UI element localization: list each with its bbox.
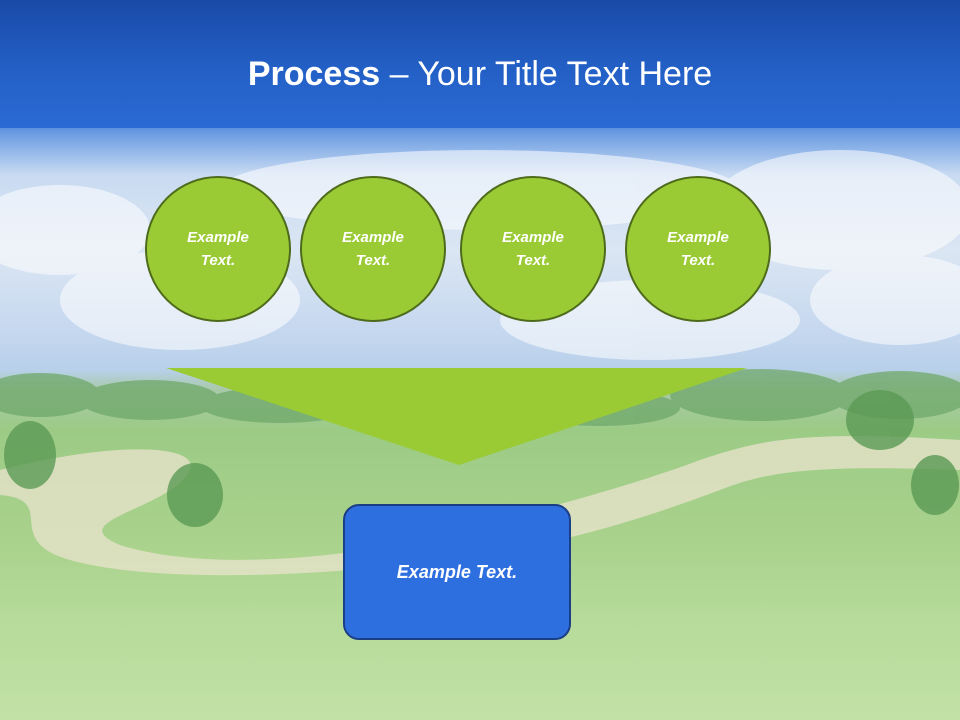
title-rest: – Your Title Text Here (380, 55, 713, 93)
result-text: Example Text. (396, 561, 518, 582)
step-circle-3-text: Example Text. (502, 229, 564, 269)
header-band (0, 0, 960, 128)
step-circle-1-text: Example Text. (187, 229, 249, 269)
result-box[interactable]: Example Text. (343, 504, 571, 640)
step-circle-3[interactable]: Example Text. (460, 176, 606, 322)
step-circle-4[interactable]: Example Text. (625, 176, 771, 322)
page-title: Process – Your Title Text Here (0, 52, 960, 96)
step-circle-2[interactable]: Example Text. (300, 176, 446, 322)
step-circle-2-text: Example Text. (342, 229, 404, 269)
step-circle-1[interactable]: Example Text. (145, 176, 291, 322)
title-bold: Process (247, 55, 381, 93)
step-circle-4-text: Example Text. (667, 229, 729, 269)
